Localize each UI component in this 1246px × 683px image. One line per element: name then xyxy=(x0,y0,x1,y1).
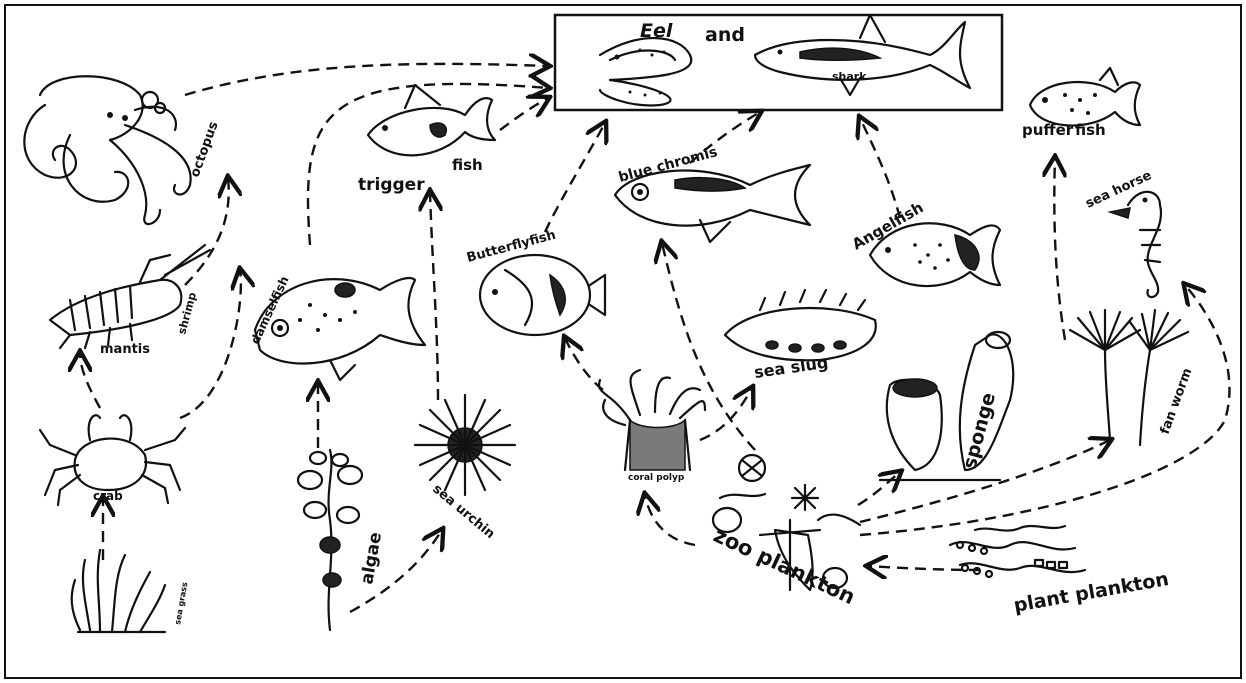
trigger-label: trigger xyxy=(358,175,425,195)
arrow-trigger-to-top xyxy=(500,98,548,130)
puffer-fish-label: fish xyxy=(1075,121,1106,139)
sea-horse-label: sea horse xyxy=(1083,168,1154,212)
plant-plankton-label: plant plankton xyxy=(1012,568,1170,617)
triggerfish-illustration xyxy=(368,85,495,155)
sea-urchin-label: sea urchin xyxy=(429,482,497,542)
arrow-zoo-to-coral xyxy=(645,495,695,545)
arrow-octopus-to-top xyxy=(185,64,548,95)
sea-grass-label: sea grass xyxy=(173,581,189,625)
arrow-fanworm-to-puffer xyxy=(1054,158,1065,340)
eel-label: Eel xyxy=(640,20,673,42)
sea-slug-label: sea slug xyxy=(753,353,830,382)
butterflyfish-illustration xyxy=(480,255,605,335)
coral-polyp-label: coral polyp xyxy=(628,473,685,483)
pufferfish-illustration xyxy=(1030,68,1140,126)
crab-label: crab xyxy=(93,489,123,503)
top-predator-box xyxy=(555,15,1002,110)
mantis-label: mantis xyxy=(100,342,150,357)
sea-grass-illustration xyxy=(72,550,165,632)
arrow-urchin-to-trigger xyxy=(430,192,438,400)
puffer-label: puffer xyxy=(1022,121,1074,139)
arrow-crab-to-mantis xyxy=(80,353,100,408)
octopus-illustration xyxy=(24,76,190,224)
arrow-zoo-to-sponge xyxy=(858,472,900,505)
diagram-border xyxy=(5,5,1241,678)
shrimp-label: shrimp xyxy=(175,291,199,336)
shark-label: shark xyxy=(832,70,867,83)
arrow-coral-to-butterfly xyxy=(565,338,603,390)
arrow-butterfly-to-top xyxy=(545,123,605,232)
eel-illustration xyxy=(600,38,691,105)
trigger-fish-label: fish xyxy=(452,156,483,174)
coral-polyp-illustration xyxy=(599,370,705,470)
arrow-mantis-to-octopus xyxy=(185,178,229,285)
sea-slug-illustration xyxy=(725,290,876,360)
sponge-label: sponge xyxy=(959,390,1000,471)
algae-label: algae xyxy=(357,531,386,586)
arrow-angel-to-top xyxy=(860,118,900,218)
fan-worm-label: fan worm xyxy=(1158,366,1196,436)
and-label: and xyxy=(705,24,745,46)
butterflyfish-label: Butterflyfish xyxy=(465,228,557,266)
shark-illustration xyxy=(755,15,970,95)
zooplankton-label: zoo plankton xyxy=(710,523,859,609)
octopus-label: octopus xyxy=(188,119,222,179)
algae-illustration xyxy=(298,450,362,630)
sea-urchin-illustration xyxy=(415,395,515,495)
sea-horse-illustration xyxy=(1110,192,1161,297)
